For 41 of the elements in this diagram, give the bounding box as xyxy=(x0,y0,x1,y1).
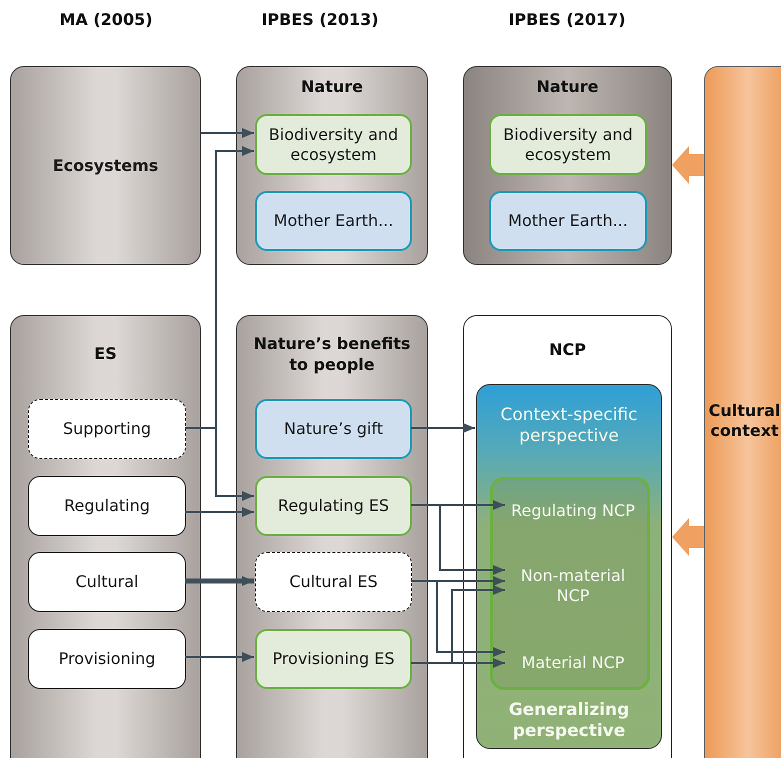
panel xyxy=(10,315,201,758)
term-box: Regulating xyxy=(28,476,186,536)
column-heading: MA (2005) xyxy=(59,10,153,29)
category-label: Non-material NCP xyxy=(510,564,636,608)
panel-heading: Nature xyxy=(300,77,364,98)
panel-heading: NCP xyxy=(548,340,587,361)
term-box: Cultural xyxy=(28,552,186,612)
gradient-panel xyxy=(476,384,662,749)
term-box: Mother Earth... xyxy=(489,191,647,251)
term-box: Supporting xyxy=(28,399,186,459)
term-box: Mother Earth... xyxy=(255,191,412,251)
panel-heading: Nature’s benefits to people xyxy=(252,334,412,376)
group-box xyxy=(490,477,650,690)
block-arrow xyxy=(672,146,704,184)
panel xyxy=(236,315,428,758)
arrow xyxy=(185,576,254,586)
term-box: Provisioning ES xyxy=(255,629,412,689)
block-arrow xyxy=(672,518,704,556)
term-box: Biodiversity and ecosystem xyxy=(489,114,647,175)
panel: Ecosystems xyxy=(10,66,201,265)
panel xyxy=(463,66,672,265)
category-label: Regulating NCP xyxy=(510,489,636,533)
panel-heading: ES xyxy=(93,344,118,365)
arrow xyxy=(201,128,254,138)
term-box: Provisioning xyxy=(28,629,186,689)
perspective-label: Generalizing perspective xyxy=(508,700,630,742)
term-box: Regulating ES xyxy=(255,476,412,536)
term-box: Biodiversity and ecosystem xyxy=(255,114,412,175)
panel-heading: Nature xyxy=(536,77,600,98)
perspective-label: Context-specific perspective xyxy=(500,405,638,448)
column-heading: IPBES (2013) xyxy=(261,10,379,29)
arrow xyxy=(411,423,475,433)
panel xyxy=(463,315,672,758)
arrow xyxy=(185,507,254,517)
term-box: Nature’s gift xyxy=(255,399,412,459)
panel xyxy=(236,66,428,265)
category-label: Material NCP xyxy=(510,641,636,685)
column-heading: IPBES (2017) xyxy=(508,10,626,29)
term-box: Cultural ES xyxy=(255,552,412,612)
context-bar: Cultural context xyxy=(704,66,781,758)
arrow xyxy=(185,652,254,662)
